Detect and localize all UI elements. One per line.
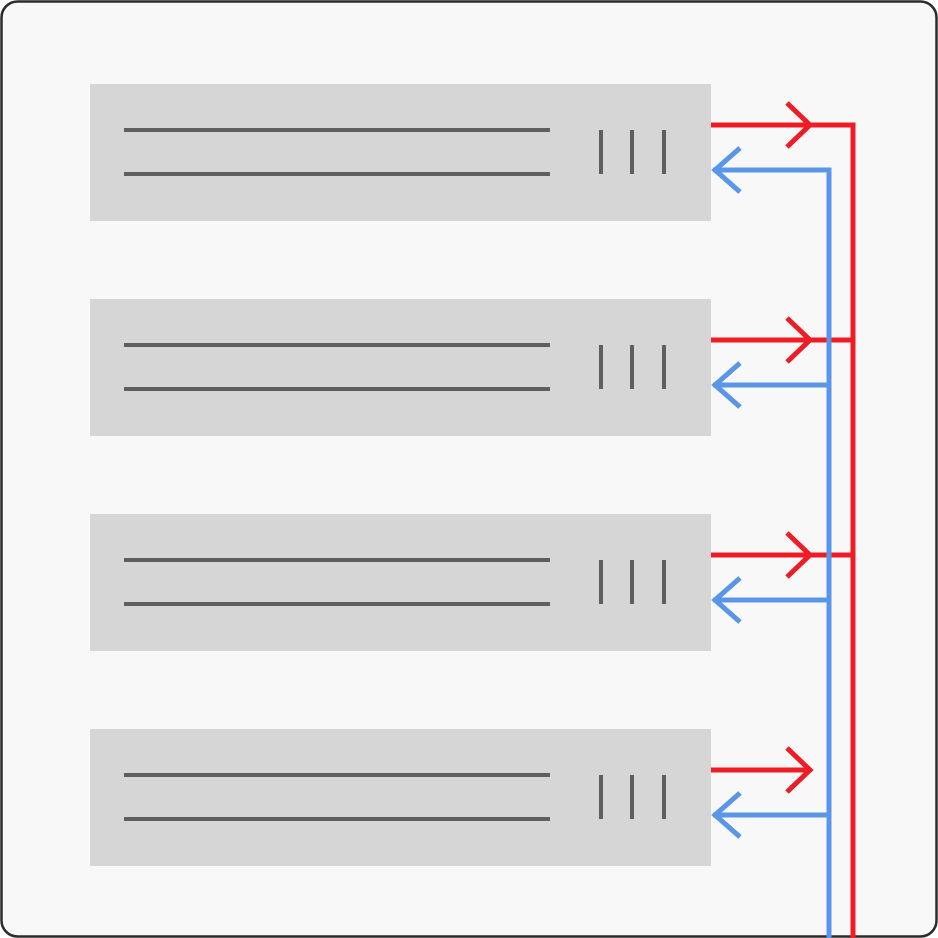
server-units — [90, 84, 711, 866]
server-unit — [90, 514, 711, 651]
server-body — [90, 729, 711, 866]
arrow-right-icon — [785, 746, 814, 794]
server-unit — [90, 84, 711, 221]
arrow-left-icon — [711, 146, 742, 194]
server-unit — [90, 299, 711, 436]
server-body — [90, 514, 711, 651]
arrow-left-icon — [711, 791, 742, 839]
airflow-pipes — [711, 101, 856, 938]
arrow-right-icon — [785, 101, 814, 149]
arrow-right-icon — [785, 316, 814, 364]
server-unit — [90, 729, 711, 866]
server-body — [90, 299, 711, 436]
arrow-right-icon — [785, 531, 814, 579]
arrow-left-icon — [711, 576, 742, 624]
server-body — [90, 84, 711, 221]
arrow-left-icon — [711, 361, 742, 409]
